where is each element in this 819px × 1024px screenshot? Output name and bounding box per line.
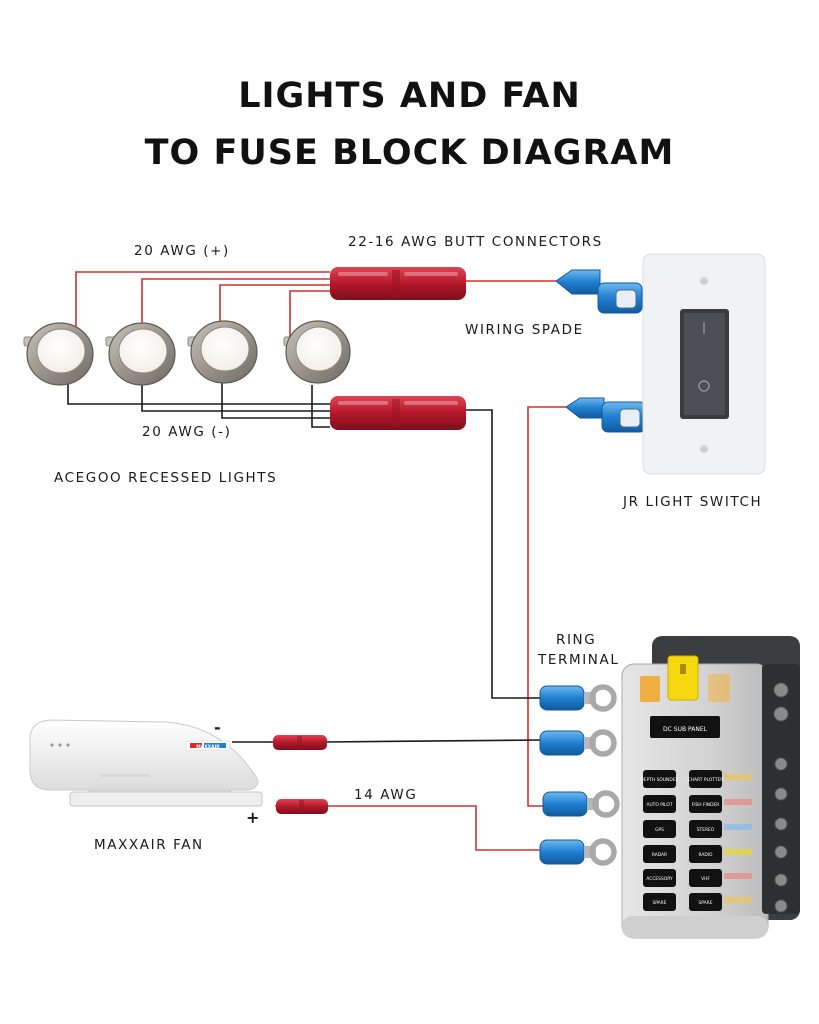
wiring-spade-top [555, 269, 643, 314]
negative-wires [67, 382, 544, 743]
fan-butt-connector-negative [273, 735, 327, 750]
label-recessed-lights: ACEGOO RECESSED LIGHTS [54, 470, 278, 486]
circuit-right-2: FISH FINDER [692, 802, 720, 808]
fan-positive-symbol: + [246, 808, 260, 827]
circuit-left-5: ACCESSORY [646, 876, 673, 882]
fan-brand-text: MAXXAIR [196, 744, 220, 750]
label-butt-connectors: 22-16 AWG BUTT CONNECTORS [348, 234, 603, 250]
recessed-light-4 [283, 320, 351, 384]
ring-terminal-1 [539, 684, 617, 712]
label-ring-terminal-line1: RING [556, 632, 597, 648]
label-light-switch: JR LIGHT SWITCH [623, 494, 763, 510]
recessed-light-1 [23, 322, 94, 386]
title-line-1: LIGHTS AND FAN [238, 76, 581, 116]
circuit-left-4: RADAR [652, 852, 667, 858]
fuse-panel-label: DC SUB PANEL [663, 726, 708, 733]
fuse-block [621, 636, 800, 939]
fuse-circuit-labels [643, 770, 722, 911]
label-wiring-spade: WIRING SPADE [465, 322, 584, 338]
circuit-right-3: STEREO [697, 827, 715, 833]
circuit-right-1: CHART PLOTTER [688, 777, 724, 783]
label-20awg-positive: 20 AWG (+) [134, 243, 230, 259]
recessed-light-2 [105, 322, 176, 386]
fan-negative-symbol: - [214, 718, 221, 737]
light-switch [642, 253, 766, 475]
circuit-left-3: GPS [655, 827, 664, 833]
title-line-2: TO FUSE BLOCK DIAGRAM [144, 133, 675, 173]
label-maxxair-fan: MAXXAIR FAN [94, 837, 204, 853]
circuit-right-4: RADIO [698, 852, 713, 858]
wiring-spade-bottom [565, 397, 647, 433]
ring-terminal-4 [539, 838, 617, 866]
fuse-circuit-texts: DEPTH SOUNDER CHART PLOTTER AUTO PILOT F… [640, 777, 723, 906]
fan-butt-connector-positive [276, 799, 328, 814]
label-ring-terminal-line2: TERMINAL [538, 652, 620, 668]
circuit-left-6: SPARE [653, 900, 667, 906]
recessed-light-3 [187, 320, 258, 384]
circuit-right-6: SPARE [699, 900, 713, 906]
circuit-left-2: AUTO PILOT [646, 802, 672, 808]
ring-terminal-2 [539, 729, 617, 757]
label-20awg-negative: 20 AWG (-) [142, 424, 232, 440]
maxxair-fan [29, 719, 263, 807]
butt-connector-negative [330, 396, 466, 430]
ring-terminal-3 [542, 790, 620, 818]
butt-connector-positive [330, 267, 466, 300]
circuit-left-1: DEPTH SOUNDER [640, 777, 678, 783]
label-14awg: 14 AWG [354, 787, 418, 803]
circuit-right-5: VHF [701, 876, 710, 882]
